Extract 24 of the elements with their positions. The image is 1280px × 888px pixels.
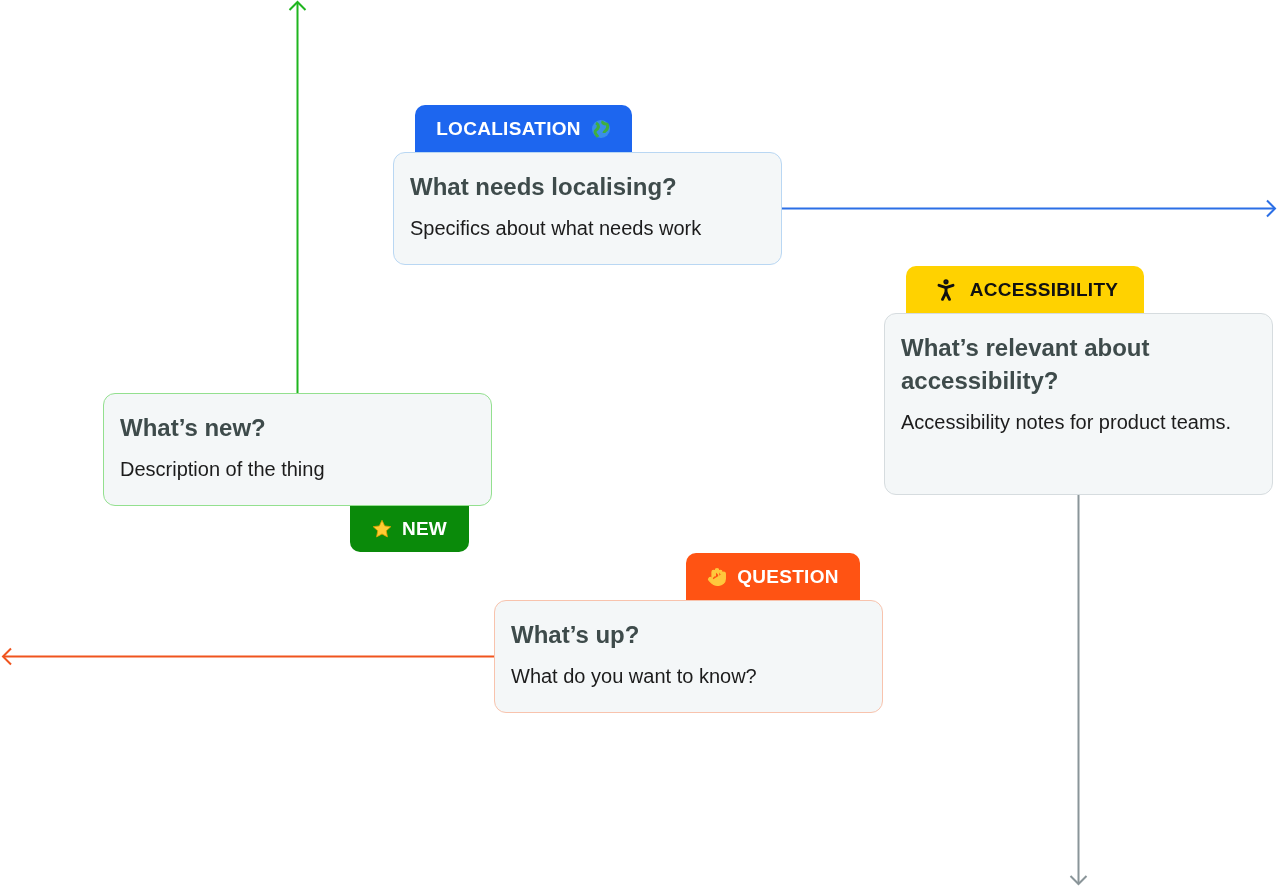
category-tag: [686, 553, 860, 600]
tag-label: LOCALISATION: [436, 117, 581, 140]
tag-label: NEW: [401, 518, 448, 540]
arrow: [781, 199, 1276, 218]
category-tag: [415, 105, 632, 152]
tag-label: QUESTION: [737, 565, 839, 588]
card-heading: What’s up?: [511, 620, 641, 650]
category-tag: [350, 506, 469, 552]
arrow: [1069, 494, 1088, 885]
tag-label: ACCESSIBILITY: [969, 278, 1119, 301]
card-description: Description of the thing: [120, 457, 326, 482]
card-description: Accessibility notes for product teams.: [901, 410, 1233, 435]
card-heading: What’s new?: [120, 413, 267, 443]
arrow: [288, 1, 307, 394]
note-card: [393, 152, 782, 265]
card-description: What do you want to know?: [511, 664, 758, 689]
category-tag: [906, 266, 1144, 313]
card-heading: What’s relevant about accessibility?: [901, 333, 1151, 396]
note-card: [884, 313, 1273, 495]
note-card: [494, 600, 883, 713]
note-card: [103, 393, 492, 506]
arrow: [2, 647, 495, 666]
card-heading: What needs localising?: [410, 172, 678, 202]
card-description: Specifics about what needs work: [410, 216, 703, 241]
